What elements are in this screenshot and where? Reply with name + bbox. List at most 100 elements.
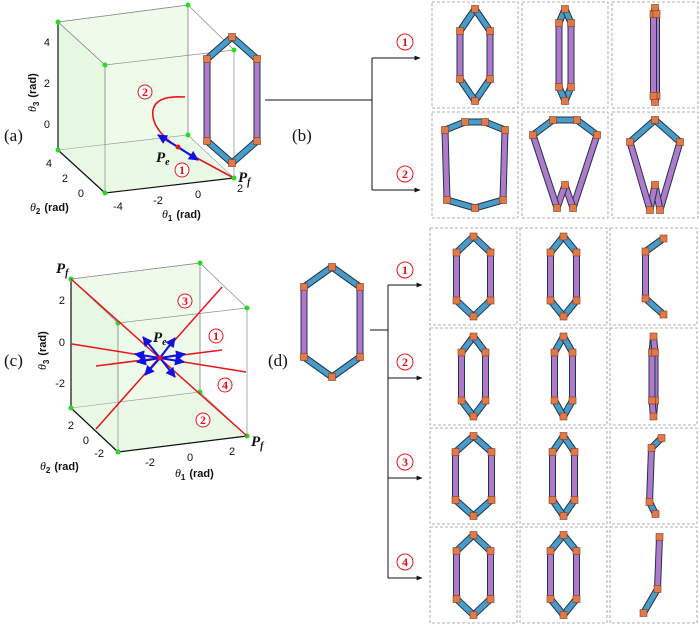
y-axis-label: θ2(rad) [30, 200, 69, 216]
snapshot-box [611, 1, 699, 109]
link-bar [204, 138, 235, 166]
joint [546, 296, 555, 305]
snapshot-box [611, 111, 699, 219]
joint [469, 531, 478, 539]
joint [559, 512, 568, 520]
joint [553, 204, 561, 212]
svg-text:1: 1 [402, 35, 408, 49]
eigen-arrows [134, 336, 186, 378]
joint [593, 131, 601, 139]
joint [568, 396, 577, 405]
joint [501, 126, 509, 134]
x-axis-label: θ1(rad) [162, 207, 201, 223]
joint [203, 137, 211, 145]
path-label-4: 4 [217, 377, 233, 393]
z-axis-label: θ3(rad) [25, 73, 41, 112]
y-tick: 0 [78, 188, 84, 200]
z-tick: 4 [44, 37, 50, 49]
z-axis-label: θ3(rad) [35, 331, 51, 370]
snapshot-box [429, 427, 518, 525]
joint [559, 412, 568, 421]
panel-a-plot: (a) Pe Pf 2 1 4 2 0 4 2 0 -4 -2 0 2 θ2(r… [4, 2, 252, 223]
joint [469, 412, 478, 421]
joint [561, 97, 569, 105]
joint [456, 75, 464, 83]
svg-text:2: 2 [200, 413, 206, 427]
joint [486, 595, 495, 603]
link-bar [647, 445, 654, 505]
y-axis-label: θ2(rad) [40, 459, 79, 475]
joint [652, 10, 661, 18]
snapshot-box [609, 427, 698, 525]
joint [481, 396, 490, 405]
joint [649, 332, 658, 341]
y-tick: 2 [62, 173, 68, 185]
joint [659, 310, 668, 319]
joint [300, 283, 308, 291]
branch-label-3: 3 [396, 453, 414, 471]
joint [499, 196, 507, 204]
joint [203, 55, 211, 63]
joint [328, 263, 336, 271]
panel-d-branch [370, 282, 423, 581]
joint [550, 396, 559, 405]
link-bar [530, 132, 560, 211]
joint [471, 97, 479, 105]
joint [569, 204, 577, 212]
link-bar [329, 354, 363, 380]
joint [655, 533, 664, 541]
x-axis [104, 177, 235, 194]
panel-label-b: (b) [292, 126, 312, 145]
link-bar [229, 138, 260, 166]
joint [452, 595, 461, 603]
joint [572, 547, 581, 555]
path-label-2: 2 [137, 84, 153, 100]
cube-vertices [55, 2, 237, 196]
x-tick: 2 [237, 183, 243, 195]
joint [546, 248, 555, 257]
joint [555, 83, 563, 91]
path-label-1: 1 [208, 328, 224, 344]
joint [572, 595, 581, 603]
link-bar [229, 34, 260, 62]
joint [469, 512, 478, 520]
joint [529, 131, 537, 139]
pf-label: Pf [56, 261, 70, 279]
joint [457, 348, 466, 357]
joint [570, 496, 579, 504]
joint [469, 332, 478, 341]
link-bar [500, 127, 508, 203]
link-bar [329, 264, 363, 290]
joint [456, 27, 464, 35]
svg-text:3: 3 [402, 455, 408, 469]
joint [481, 118, 489, 126]
joint [555, 19, 563, 27]
path-label-2: 2 [195, 412, 211, 428]
joint [300, 353, 308, 361]
eigen-arrow [177, 146, 199, 161]
link-bar [627, 139, 653, 213]
joint [486, 27, 494, 35]
svg-text:2: 2 [142, 85, 148, 99]
joint [469, 312, 478, 321]
joint [487, 448, 496, 456]
x-tick: 0 [195, 189, 201, 201]
joint [471, 5, 479, 13]
joint [572, 296, 581, 305]
joint [443, 196, 451, 204]
joint [657, 434, 666, 442]
branch-label-2: 2 [396, 353, 414, 371]
joint [253, 137, 261, 145]
pe-label: Pe [156, 150, 170, 168]
joint [328, 373, 336, 381]
link-bar [627, 117, 658, 145]
panel-label-c: (c) [4, 351, 23, 370]
joint [653, 585, 662, 593]
joint [641, 247, 650, 256]
y-tick: 2 [68, 420, 74, 432]
y-tick: 0 [83, 435, 89, 447]
joint [487, 496, 496, 504]
link-bar [472, 197, 506, 211]
joint [486, 75, 494, 83]
